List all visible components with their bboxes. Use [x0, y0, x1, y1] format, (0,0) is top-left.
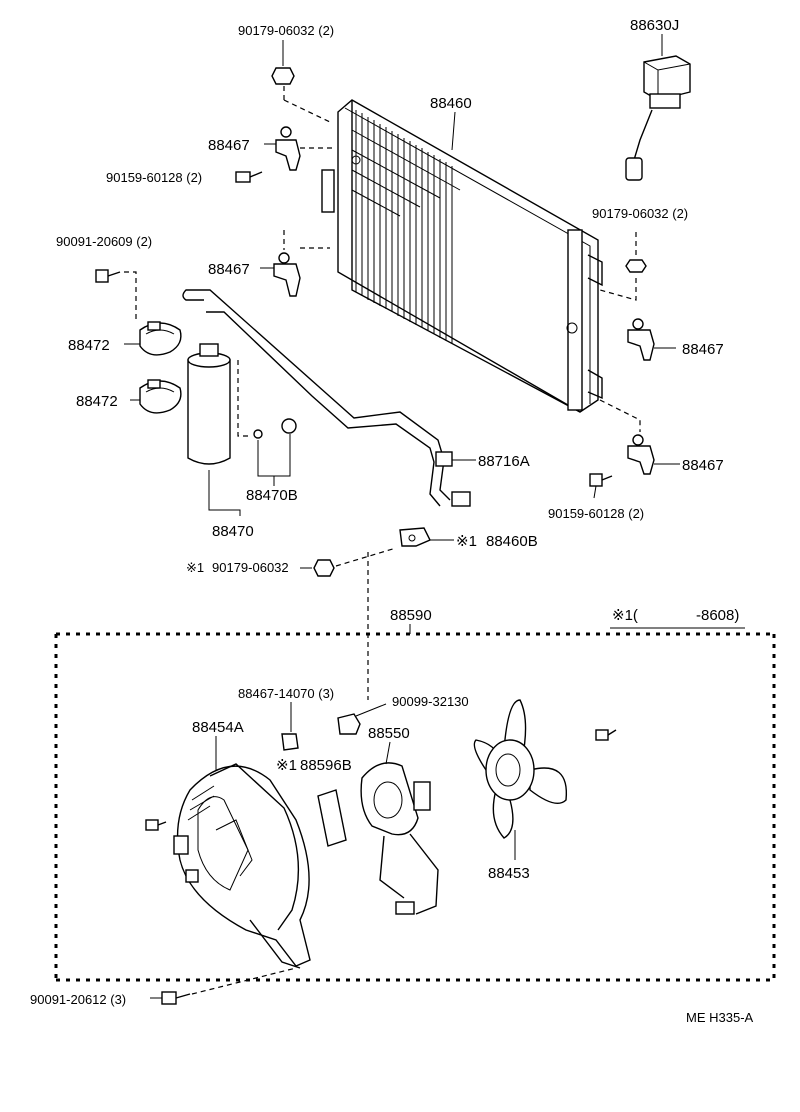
clamp-88472-lower [139, 379, 182, 414]
label-insulator: 88596B [300, 757, 352, 774]
condenser-88460 [321, 99, 603, 413]
nut-90179-small [313, 547, 397, 700]
label-bracket-right-lower: 88467 [682, 457, 724, 474]
diagram-code: ME H335-A [686, 1010, 754, 1025]
receiver-88470 [187, 343, 297, 465]
label-screw-bottom: 90091-20612 (3) [30, 992, 126, 1007]
label-applicability-mark: ※1( [612, 607, 638, 624]
label-bolt-right: 90159-60128 (2) [548, 506, 644, 521]
screw-shroud-left [145, 819, 167, 831]
label-nut-small: 90179-06032 [212, 560, 289, 575]
bolt-90159-right [589, 473, 613, 487]
label-nut-top: 90179-06032 (2) [238, 23, 334, 38]
bolt-90159-left [235, 171, 263, 183]
relay-88630J [625, 55, 691, 181]
screw-fan-right [595, 729, 617, 741]
bracket-88467-right-lower [599, 399, 655, 475]
pipe-88716A [182, 289, 471, 507]
clamp-88472-upper [139, 321, 182, 356]
label-receiver: 88470 [212, 523, 254, 540]
label-bracket-right-upper: 88467 [682, 341, 724, 358]
label-screw-left: 90091-20609 (2) [56, 234, 152, 249]
label-nut-small-mark: ※1 [186, 560, 204, 575]
screw-90091-left [95, 269, 137, 320]
label-bolt-left: 90159-60128 (2) [106, 170, 202, 185]
label-bracket-small: 88460B [486, 533, 538, 550]
label-nut-right: 90179-06032 (2) [592, 206, 688, 221]
insulator-88596B [317, 789, 347, 847]
nut-90179-right [599, 232, 647, 301]
label-clamp-lower: 88472 [76, 393, 118, 410]
label-motor: 88550 [368, 725, 410, 742]
label-shroud: 88454A [192, 719, 244, 736]
bracket-88460B [399, 527, 431, 547]
cushion-90099-32130 [337, 713, 361, 735]
label-grommet: 88467-14070 (3) [238, 686, 334, 701]
label-clamp-upper: 88472 [68, 337, 110, 354]
nut-top-90179 [271, 67, 331, 123]
label-condenser: 88460 [430, 95, 472, 112]
label-bracket-small-mark: ※1 [456, 533, 477, 550]
label-applicability-date: -8608) [696, 607, 739, 624]
screw-90091-bottom [161, 967, 297, 1005]
bracket-88467-right-upper [627, 318, 655, 361]
label-bracket-mid-left: 88467 [208, 261, 250, 278]
bracket-88467-top-left [275, 126, 336, 171]
shroud-88454A [173, 763, 311, 969]
fan-assembly-frame-88590 [54, 624, 776, 982]
motor-88550 [360, 762, 439, 915]
label-fan-assy: 88590 [390, 607, 432, 624]
leader-lines [124, 34, 680, 999]
label-relay: 88630J [630, 17, 679, 34]
label-fan: 88453 [488, 865, 530, 882]
label-pipe: 88716A [478, 453, 530, 470]
label-receiver-kit: 88470B [246, 487, 298, 504]
label-bracket-top-left: 88467 [208, 137, 250, 154]
label-insulator-mark: ※1 [276, 757, 297, 774]
grommet-88467-14070 [281, 733, 299, 751]
bracket-88467-mid-left [273, 230, 330, 297]
fan-88453 [473, 699, 568, 860]
label-cushion: 90099-32130 [392, 694, 469, 709]
